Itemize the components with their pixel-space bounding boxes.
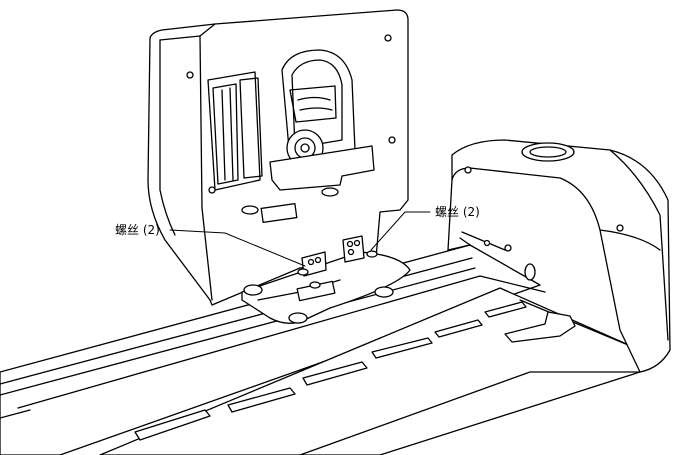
screw-left: [297, 268, 309, 276]
callout-screw-right: 螺丝 (2): [435, 205, 480, 219]
door-bracket: [269, 145, 375, 191]
hinged-door: [147, 9, 409, 306]
callout-leaders: [169, 211, 431, 267]
vent-slots: [134, 301, 527, 441]
right-housing: [447, 139, 671, 373]
leader-left: [169, 229, 306, 267]
hinge-right: [342, 235, 365, 263]
callout-screw-left: 螺丝 (2): [115, 223, 160, 237]
top-port: [521, 142, 575, 162]
slide-clip: [504, 311, 576, 343]
leader-right: [370, 211, 431, 251]
screw-right: [366, 250, 378, 258]
cartridge-slot: [207, 71, 263, 191]
side-hole: [524, 263, 536, 281]
carrier-plate: [241, 235, 411, 324]
hinge-left: [301, 251, 327, 277]
lamp-assembly: [281, 49, 356, 167]
front-platform: [99, 287, 641, 455]
